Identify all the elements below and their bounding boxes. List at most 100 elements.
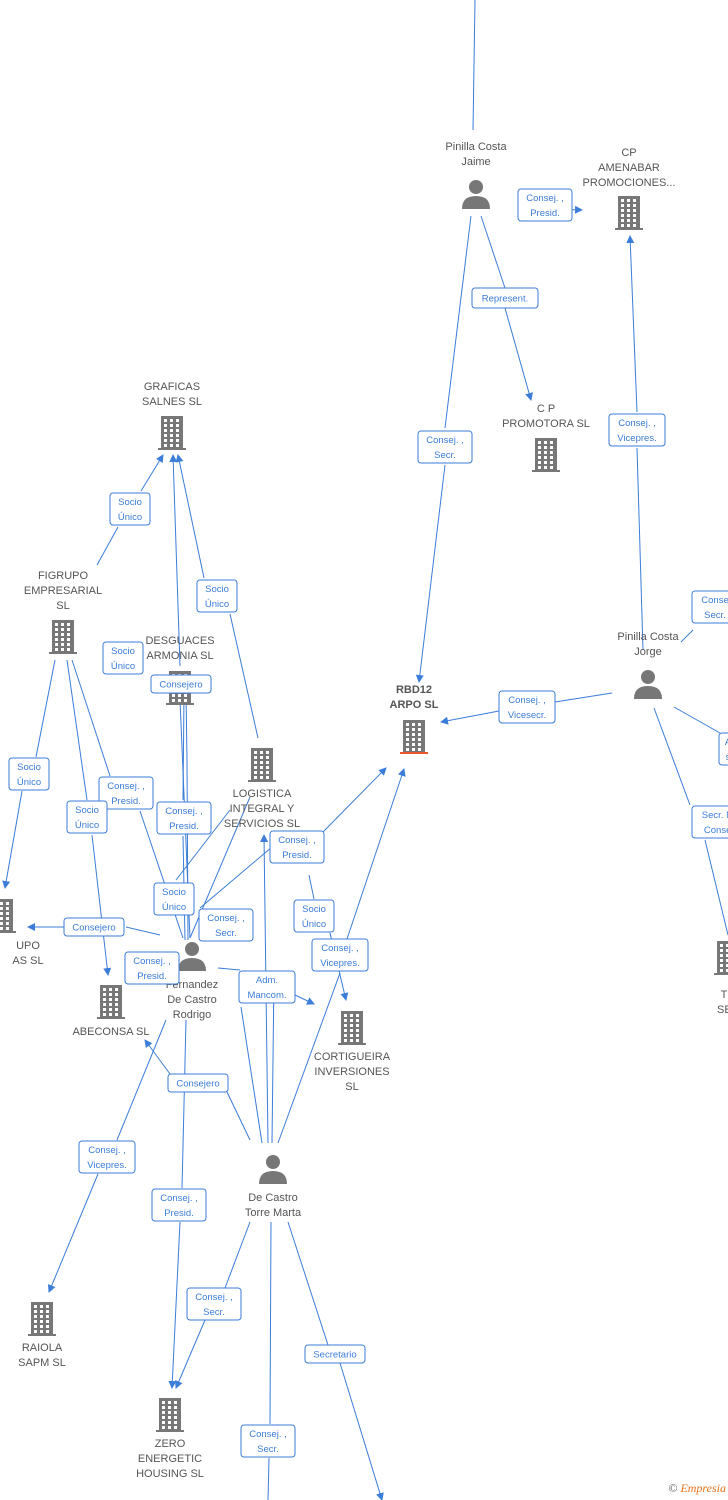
- relation-box: [311, 938, 369, 972]
- relation-label[interactable]: Consej. ,Presid.: [517, 188, 573, 222]
- copyright-symbol: ©: [668, 1481, 678, 1495]
- node-label: C P: [537, 403, 555, 415]
- building-icon: [156, 1398, 184, 1432]
- building-icon: [615, 196, 643, 230]
- relation-label[interactable]: Consej. ,Secr.: [240, 1424, 296, 1458]
- relation-label[interactable]: Consej. , Vicepres.: [311, 938, 369, 972]
- relation-label[interactable]: Consej. ,Vicepres.: [78, 1140, 136, 1174]
- edge-line: [47, 1173, 99, 1293]
- relation-text: Consej. ,: [508, 695, 546, 706]
- node-label: EMPRESARIAL: [24, 585, 102, 597]
- relation-label[interactable]: Consejero: [167, 1073, 229, 1093]
- edge-line: [226, 1091, 251, 1141]
- node-label: TH: [721, 989, 728, 1001]
- node-label: ARPO SL: [390, 699, 439, 711]
- edge-line: [125, 926, 161, 936]
- relation-text: Secr.: [215, 928, 237, 939]
- building-icon: [714, 941, 728, 975]
- edge-line: [480, 215, 506, 289]
- relation-text: Consej. ,: [249, 1429, 287, 1440]
- relation-text: Represent.: [482, 294, 528, 305]
- building-icon: [28, 1302, 56, 1336]
- relation-label[interactable]: Consejero: [63, 917, 125, 937]
- relation-box: [498, 690, 556, 724]
- relation-label[interactable]: Consej. ,Presid.: [124, 951, 180, 985]
- node-label: SALNES SL: [142, 396, 202, 408]
- relation-box: [186, 1287, 242, 1321]
- relation-text: Consej. ,: [278, 835, 316, 846]
- relation-label[interactable]: Secretario: [304, 1344, 366, 1364]
- relation-box: [198, 908, 254, 942]
- building-icon: [0, 899, 16, 933]
- building-icon: [158, 416, 186, 450]
- edge-line: [444, 215, 472, 429]
- relation-label[interactable]: Consejero: [150, 674, 212, 694]
- edge-line: [554, 692, 613, 703]
- edge-line: [673, 706, 721, 734]
- relation-text: Consej. ,: [195, 1292, 233, 1303]
- node-label: INVERSIONES: [314, 1066, 389, 1078]
- relation-label[interactable]: Consej. ,Presid.: [156, 801, 212, 835]
- relation-box: [150, 674, 212, 694]
- edge-line: [175, 1319, 206, 1389]
- edge-line: [168, 1221, 181, 1389]
- relation-text: Único: [302, 919, 326, 930]
- edge-line: [199, 846, 273, 909]
- node-label: HOUSING SL: [136, 1468, 204, 1480]
- relation-text: s: [726, 752, 728, 763]
- relation-label[interactable]: As: [718, 732, 728, 766]
- edge-line: [704, 839, 728, 936]
- edge-line: [294, 994, 315, 1005]
- relation-label[interactable]: Consej. ,Secr.: [198, 908, 254, 942]
- relation-text: Vicepres.: [320, 958, 359, 969]
- relation-label[interactable]: Consej. ,Presid.: [269, 830, 325, 864]
- relation-text: Consej. ,: [321, 943, 359, 954]
- relation-label[interactable]: Consej. ,Presid.: [98, 776, 154, 810]
- relation-text: Consej. ,: [88, 1145, 126, 1156]
- relation-label[interactable]: Consej. ,Secr.: [417, 430, 473, 464]
- relation-label[interactable]: Adm.Mancom.: [238, 970, 296, 1004]
- relation-text: Consej. ,: [526, 193, 564, 204]
- relation-label[interactable]: Secr. NoConsej.: [691, 805, 728, 839]
- company-node-cp-amenabar[interactable]: CPAMENABARPROMOCIONES...: [583, 147, 676, 230]
- relation-label[interactable]: Consej. ,Vicesecr.: [498, 690, 556, 724]
- node-label: ENERGETIC: [138, 1453, 202, 1465]
- company-node-abeconsa[interactable]: ABECONSA SL: [72, 985, 150, 1038]
- edge-line: [277, 972, 341, 1144]
- relation-label[interactable]: Consej. ,Presid.: [151, 1188, 207, 1222]
- relation-text: Socio: [111, 646, 135, 657]
- relation-box: [109, 492, 151, 526]
- company-node-th-see[interactable]: THSEE: [714, 941, 728, 1016]
- node-label: Torre Marta: [245, 1207, 302, 1219]
- relation-box: [153, 882, 195, 916]
- relation-label[interactable]: Represent.: [471, 287, 539, 309]
- person-icon: [462, 180, 490, 209]
- relation-box: [304, 1344, 366, 1364]
- relation-label[interactable]: Consej. ,Vicepres.: [608, 413, 666, 447]
- relation-label[interactable]: Consej. ,Secr.: [186, 1287, 242, 1321]
- relation-text: Mancom.: [247, 990, 286, 1001]
